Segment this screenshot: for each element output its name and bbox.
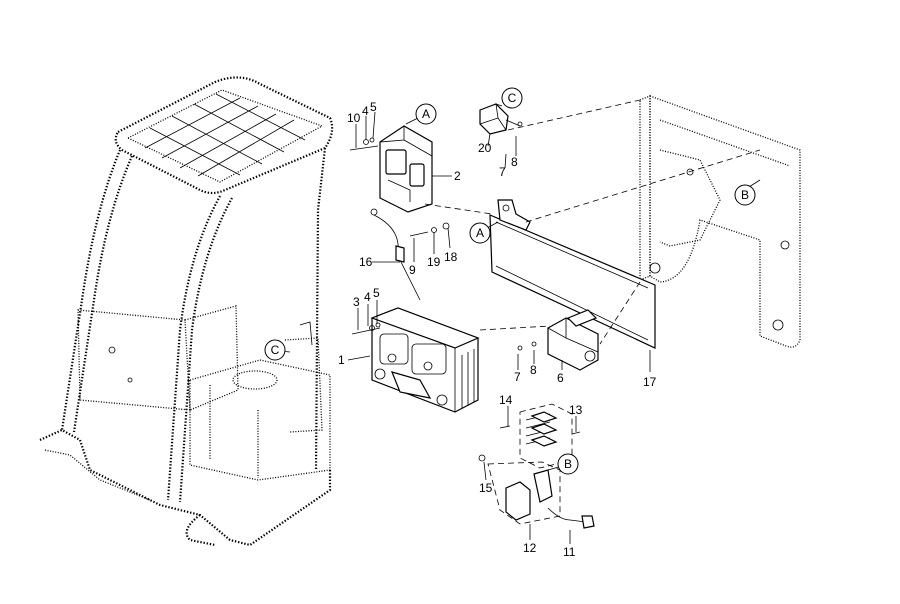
part-number-5-mid: 5 bbox=[373, 286, 380, 300]
module-2-part bbox=[379, 125, 433, 213]
part-number-16: 16 bbox=[359, 255, 373, 269]
reference-callouts: A A B B C C bbox=[264, 87, 756, 475]
contactor-6-part bbox=[547, 309, 599, 371]
svg-text:A: A bbox=[422, 107, 430, 121]
part-number-6: 6 bbox=[557, 371, 564, 385]
part-number-2: 2 bbox=[454, 169, 461, 183]
part-number-4-top: 4 bbox=[362, 104, 369, 118]
leader-lines bbox=[269, 103, 761, 544]
relay-20-part bbox=[479, 103, 521, 135]
part-number-7-top: 7 bbox=[499, 165, 506, 179]
relay-board-part bbox=[478, 403, 595, 529]
svg-text:B: B bbox=[741, 188, 749, 202]
part-number-19: 19 bbox=[427, 255, 441, 269]
part-number-11: 11 bbox=[563, 545, 576, 559]
svg-text:C: C bbox=[271, 343, 280, 357]
part-number-20: 20 bbox=[478, 141, 492, 155]
callout-c-top: C bbox=[501, 87, 523, 109]
callout-c-frame: C bbox=[264, 339, 286, 361]
svg-text:A: A bbox=[476, 226, 484, 240]
part-number-15: 15 bbox=[479, 481, 493, 495]
part-number-1: 1 bbox=[338, 353, 345, 367]
part-number-8-top: 8 bbox=[511, 155, 518, 169]
part-number-18: 18 bbox=[444, 250, 458, 264]
part-number-9: 9 bbox=[409, 263, 416, 277]
callout-b-relay: B bbox=[557, 453, 579, 475]
cable-16-part bbox=[370, 208, 421, 301]
part-number-14: 14 bbox=[499, 393, 513, 407]
mounting-plate-part bbox=[489, 199, 656, 349]
part-number-8-mid: 8 bbox=[530, 363, 537, 377]
part-number-labels: 10 4 5 2 20 7 8 16 9 19 18 3 4 5 1 7 8 6… bbox=[338, 100, 657, 559]
part-number-4-mid: 4 bbox=[364, 290, 371, 304]
callout-b-bracket: B bbox=[734, 184, 756, 206]
part-number-10: 10 bbox=[347, 111, 361, 125]
controller-module-part bbox=[370, 307, 480, 413]
callout-a-top: A bbox=[415, 103, 437, 125]
reference-lines bbox=[424, 99, 761, 345]
part-number-7-mid: 7 bbox=[514, 370, 521, 384]
part-number-12: 12 bbox=[523, 541, 537, 555]
part-number-5-top: 5 bbox=[370, 100, 377, 114]
part-number-13: 13 bbox=[569, 403, 583, 417]
svg-text:B: B bbox=[564, 457, 572, 471]
rear-bracket-part bbox=[639, 95, 801, 348]
part-number-3: 3 bbox=[353, 295, 360, 309]
svg-text:C: C bbox=[508, 91, 517, 105]
callout-a-plate: A bbox=[469, 222, 491, 244]
truck-frame bbox=[39, 76, 334, 547]
part-number-17: 17 bbox=[643, 375, 657, 389]
